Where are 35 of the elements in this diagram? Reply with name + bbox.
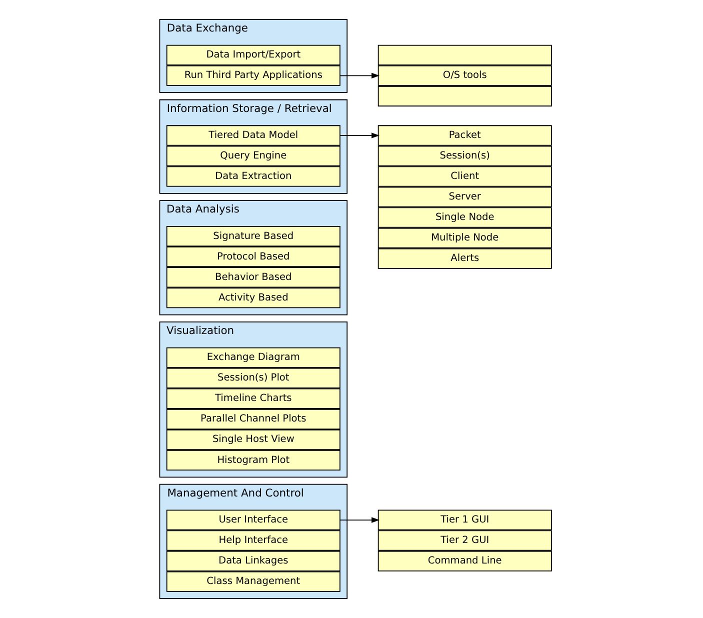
node-box: Class Management	[166, 571, 340, 592]
arrow	[339, 132, 380, 138]
node-box: Query Engine	[166, 146, 340, 166]
node-box: Tiered Data Model	[166, 125, 340, 146]
node-box: Session(s) Plot	[166, 368, 340, 388]
arrow	[339, 72, 380, 78]
node-box: User Interface	[166, 510, 340, 530]
node-box: Parallel Channel Plots	[166, 408, 340, 430]
node-box: Alerts	[377, 248, 552, 269]
node-box: Exchange Diagram	[166, 347, 340, 368]
node-box	[377, 44, 552, 66]
node-box: Behavior Based	[166, 267, 340, 288]
node-box: Histogram Plot	[166, 450, 340, 470]
node-box: Run Third Party Applications	[166, 65, 340, 86]
node-box: Single Node	[377, 207, 552, 228]
node-box: Help Interface	[166, 530, 340, 551]
node-box: Single Host View	[166, 429, 340, 450]
node-box: Tier 1 GUI	[377, 510, 552, 530]
node-box: Session(s)	[377, 146, 552, 166]
node-box: Data Import/Export	[166, 44, 340, 66]
node-box	[377, 86, 552, 106]
node-box: O/S tools	[377, 65, 552, 86]
arrow	[339, 517, 380, 523]
node-box: Command Line	[377, 550, 552, 572]
node-box: Multiple Node	[377, 228, 552, 248]
node-box: Packet	[377, 125, 552, 146]
node-box: Server	[377, 186, 552, 208]
node-box: Signature Based	[166, 226, 340, 247]
node-box: Client	[377, 166, 552, 187]
node-box: Tier 2 GUI	[377, 530, 552, 551]
node-box: Timeline Charts	[166, 388, 340, 409]
node-box: Data Extraction	[166, 166, 340, 187]
node-box: Data Linkages	[166, 550, 340, 572]
node-box: Protocol Based	[166, 246, 340, 268]
node-box: Activity Based	[166, 288, 340, 308]
